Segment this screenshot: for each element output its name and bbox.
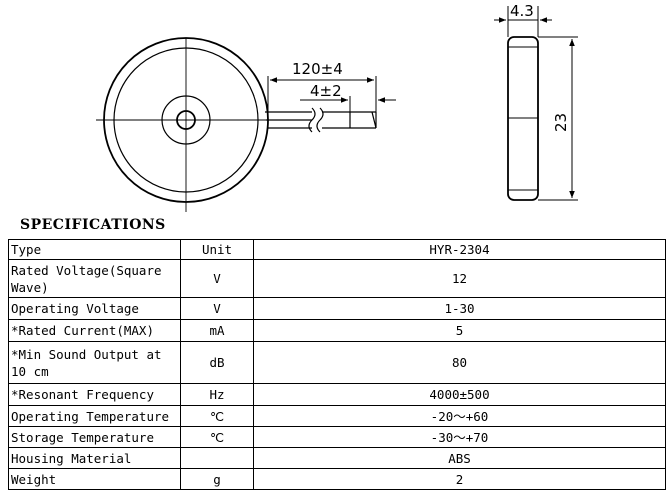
param-cell: Operating Voltage — [8, 297, 181, 320]
unit-cell: ℃ — [180, 405, 254, 427]
table-row: *Min Sound Output at 10 cm dB 80 — [8, 341, 666, 384]
param-cell: Housing Material — [8, 447, 181, 469]
buzzer-technical-drawing: 120±4 4±2 4.3 23 — [96, 2, 578, 212]
table-row: Storage Temperature ℃ -30～+70 — [8, 426, 666, 448]
table-row: *Resonant Frequency Hz 4000±500 — [8, 383, 666, 406]
value-cell: -20～+60 — [253, 405, 666, 427]
param-cell: Rated Voltage(Square Wave) — [8, 259, 181, 298]
unit-cell: ℃ — [180, 426, 254, 448]
value-cell: HYR-2304 — [253, 239, 666, 260]
table-row: Weight g 2 — [8, 468, 666, 490]
value-cell: -30～+70 — [253, 426, 666, 448]
table-row: *Rated Current(MAX) mA 5 — [8, 319, 666, 342]
param-cell: Type — [8, 239, 181, 260]
specifications-table: Type Unit HYR-2304 Rated Voltage(Square … — [8, 239, 666, 490]
param-cell: *Min Sound Output at 10 cm — [8, 341, 181, 384]
unit-cell: mA — [180, 319, 254, 342]
param-cell: Weight — [8, 468, 181, 490]
value-cell: 2 — [253, 468, 666, 490]
table-row: Type Unit HYR-2304 — [8, 239, 666, 260]
value-cell: 5 — [253, 319, 666, 342]
value-cell: 80 — [253, 341, 666, 384]
param-cell: Operating Temperature — [8, 405, 181, 427]
unit-cell — [180, 447, 254, 469]
value-cell: 12 — [253, 259, 666, 298]
table-row: Rated Voltage(Square Wave) V 12 — [8, 259, 666, 298]
cable-length-dimension — [267, 76, 377, 112]
strip-length-dimension — [300, 96, 396, 112]
side-view — [507, 36, 539, 201]
strip-length-label: 4±2 — [310, 82, 342, 100]
value-cell: 1-30 — [253, 297, 666, 320]
front-view — [96, 37, 276, 212]
lead-wires — [265, 107, 377, 133]
unit-cell: V — [180, 259, 254, 298]
unit-cell: dB — [180, 341, 254, 384]
value-cell: 4000±500 — [253, 383, 666, 406]
unit-cell: Hz — [180, 383, 254, 406]
unit-cell: V — [180, 297, 254, 320]
thickness-label: 4.3 — [510, 2, 534, 20]
param-cell: *Rated Current(MAX) — [8, 319, 181, 342]
table-row: Operating Voltage V 1-30 — [8, 297, 666, 320]
thickness-dimension — [494, 6, 552, 37]
unit-cell: Unit — [180, 239, 254, 260]
param-cell: *Resonant Frequency — [8, 383, 181, 406]
table-row: Operating Temperature ℃ -20～+60 — [8, 405, 666, 427]
specifications-heading: SPECIFICATIONS — [20, 217, 166, 233]
param-cell: Storage Temperature — [8, 426, 181, 448]
cable-length-label: 120±4 — [292, 60, 343, 78]
value-cell: ABS — [253, 447, 666, 469]
table-row: Housing Material ABS — [8, 447, 666, 469]
diameter-label: 23 — [552, 113, 570, 132]
diameter-dimension — [538, 36, 578, 201]
unit-cell: g — [180, 468, 254, 490]
